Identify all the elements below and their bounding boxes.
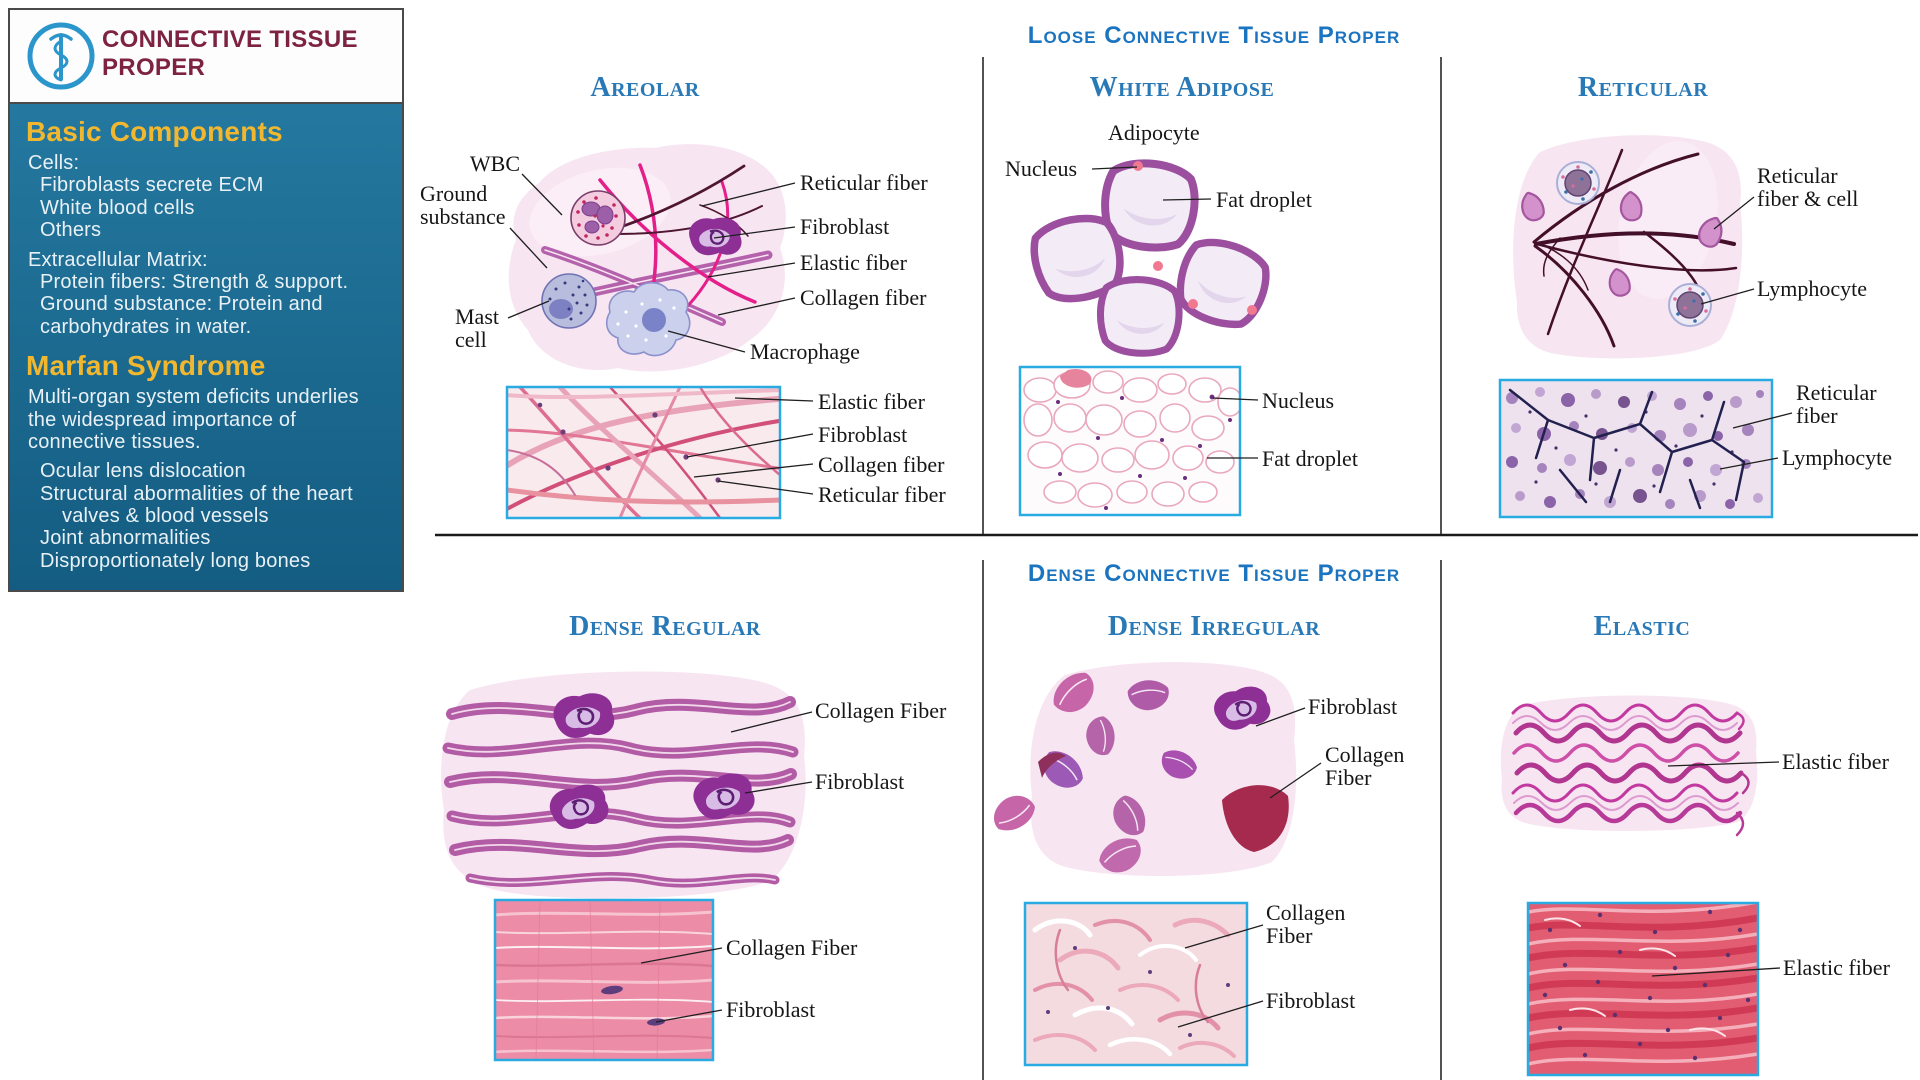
histo-collagen-fiber-label: Collagen Fiber [1266,900,1346,949]
dense-regular-histology-image [493,898,715,1062]
reticular-illustration [1513,135,1743,359]
fibroblast-label: Fibroblast [815,769,905,794]
ecm-item: Ground substance: Protein and carbohydra… [40,293,323,338]
cells-label: Cells: [28,152,80,174]
histo-collagen-fiber-label: Collagen Fiber [726,935,858,960]
histo-lymphocyte-label: Lymphocyte [1782,445,1892,470]
histo-reticular-fiber-label: Reticular fiber [1796,380,1877,429]
histo-reticular-fiber-label: Reticular fiber [818,482,946,507]
areolar-column-title: Areolar [590,72,700,103]
mast-cell [541,273,597,329]
white-adipose-histology-image [1018,365,1242,517]
collagen-fiber-label: Collagen Fiber [1325,742,1405,791]
marfan-item: Ocular lens dislocation [40,460,246,483]
mast-cell-label: Mast cell [455,304,499,353]
elastic-fiber-label: Elastic fiber [800,250,907,275]
macrophage-cell [605,281,691,357]
elastic-illustration [1500,695,1758,837]
logo-panel: CONNECTIVE TISSUE PROPER [10,10,402,104]
lymphocyte-cell [1556,161,1600,205]
dense-regular-illustration [441,671,806,899]
white-adipose-column-title: White Adipose [1089,72,1275,103]
marfan-item: Disproportionately long bones [40,549,311,572]
marfan-item: Joint abnormalities [40,527,211,550]
panel-dividers [435,57,1918,1080]
histo-collagen-fiber-label: Collagen fiber [818,452,945,477]
ecm-item: Protein fibers: Strength & support. [40,270,349,293]
reticular-column-title: Reticular [1577,72,1709,103]
loose-section-title: Loose Connective Tissue Proper [1027,22,1401,49]
fibroblast-label: Fibroblast [1308,694,1398,719]
fat-droplet-label: Fat droplet [1216,187,1312,212]
nucleus-label: Nucleus [1005,156,1078,181]
wbc-label: WBC [469,151,520,176]
adipocyte-nuclei [1133,161,1257,315]
collagen-fiber-label: Collagen fiber [800,285,927,310]
histo-elastic-fiber-label: Elastic fiber [1783,955,1890,980]
histo-fibroblast-label: Fibroblast [818,422,908,447]
histo-elastic-fiber-label: Elastic fiber [818,389,925,414]
histo-fibroblast-label: Fibroblast [726,997,816,1022]
reticular-fiber-label: Reticular fiber [800,170,928,195]
dense-regular-column-title: Dense Regular [569,611,761,642]
marfan-item: Structural abormalities of the heart val… [40,482,353,528]
marfan-intro: Multi-organ system deficits underlies th… [28,386,359,453]
macrophage-label: Macrophage [750,339,860,364]
marfan-heading: Marfan Syndrome [26,350,266,382]
histo-fat-droplet-label: Fat droplet [1262,446,1358,471]
elastic-fiber-label: Elastic fiber [1782,749,1889,774]
cells-item: Others [40,219,102,242]
logo-title: CONNECTIVE TISSUE PROPER [102,26,358,82]
collagen-fiber-shape [1222,785,1289,852]
adipocyte-label: Adipocyte [1108,120,1200,145]
sidebar-info-panel: Basic Components Cells: Fibroblasts secr… [10,104,402,591]
elastic-histology-image [1526,901,1760,1077]
areolar-illustration [508,144,786,372]
reticular-histology-image [1498,378,1774,519]
basic-components-heading: Basic Components [26,116,283,147]
collagen-fiber-label: Collagen Fiber [815,698,947,723]
reticular-fiber-cell-label: Reticular fiber & cell [1757,163,1859,212]
wbc-cell [570,190,626,246]
lymphocyte-label: Lymphocyte [1757,276,1867,301]
cells-item: Fibroblasts secrete ECM [40,174,264,197]
sidebar: CONNECTIVE TISSUE PROPER Basic Component… [8,8,404,593]
ground-substance-label: Ground substance [420,181,506,230]
histo-nucleus-label: Nucleus [1262,388,1335,413]
dense-irregular-illustration [988,662,1297,877]
dense-irregular-histology-image [1023,901,1249,1067]
asclepius-logo-icon [27,22,95,90]
elastic-column-title: Elastic [1593,611,1691,642]
fibroblast-label: Fibroblast [800,214,890,239]
dense-irregular-column-title: Dense Irregular [1107,611,1321,642]
leader-lines [507,166,1793,1028]
ecm-label: Extracellular Matrix: [28,248,208,271]
areolar-histology-image [505,385,782,520]
cells-item: White blood cells [40,196,195,219]
white-adipose-illustration [1028,159,1274,355]
dense-section-title: Dense Connective Tissue Proper [1027,560,1401,587]
lymphocyte-cell [1668,283,1712,327]
histo-fibroblast-label: Fibroblast [1266,988,1356,1013]
